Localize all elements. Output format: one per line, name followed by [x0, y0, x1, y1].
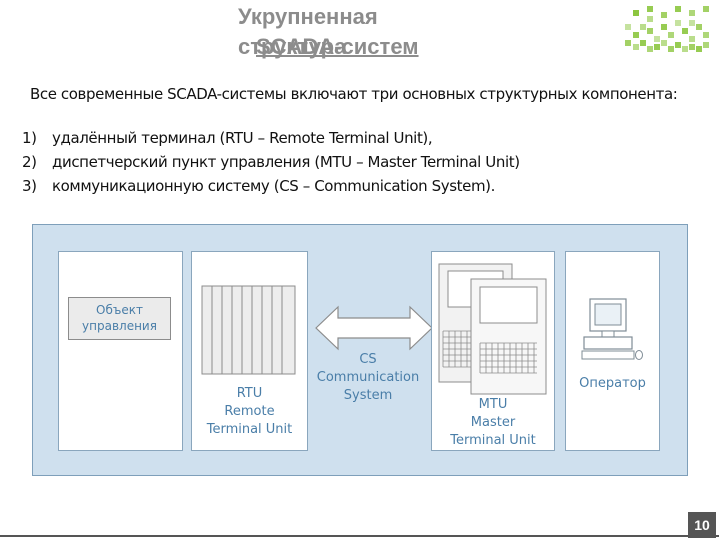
- rtu-label-3: Terminal Unit: [206, 422, 293, 437]
- mtu-label: MTU Master Terminal Unit: [433, 396, 553, 450]
- page-number: 10: [688, 512, 716, 538]
- list-item-number: 1): [22, 129, 37, 147]
- mtu-label-3: Terminal Unit: [450, 433, 536, 448]
- footer-line: [0, 535, 719, 537]
- list-item: 1) удалённый терминал (RTU – Remote Termi…: [22, 126, 520, 150]
- cs-label: CS Communication System: [309, 351, 427, 405]
- intro-text: Все современные SCADA-системы включают т…: [30, 85, 678, 103]
- object-label-1: Объект: [96, 303, 143, 317]
- title-line-2: структура: [238, 34, 347, 59]
- computer-icon: [581, 298, 643, 360]
- operator-label: Оператор: [579, 376, 646, 391]
- list-item: 3) коммуникационную систему (CS – Communi…: [22, 174, 520, 198]
- list-item-text: коммуникационную систему (CS – Communica…: [52, 177, 495, 195]
- list-item-text: диспетчерский пункт управления (MTU – Ma…: [52, 153, 520, 171]
- cs-label-1: CS: [359, 352, 377, 367]
- object-panel: [58, 251, 183, 451]
- cs-label-2: Communication: [316, 370, 420, 385]
- title-line-3: SCADA-систем: [256, 34, 419, 59]
- double-arrow-icon: [315, 305, 433, 351]
- title-line-1: Укрупненная: [238, 4, 378, 29]
- list-item-text: удалённый терминал (RTU – Remote Termina…: [52, 129, 433, 147]
- logo-grid-icon: [625, 6, 709, 52]
- list-item: 2) диспетчерский пункт управления (MTU – …: [22, 150, 520, 174]
- rtu-label: RTU Remote Terminal Unit: [193, 385, 306, 439]
- rtu-rack-icon: [201, 285, 296, 375]
- mtu-label-1: MTU: [478, 397, 508, 412]
- rtu-label-1: RTU: [236, 386, 263, 401]
- list-item-number: 3): [22, 177, 37, 195]
- rtu-label-2: Remote: [224, 404, 275, 419]
- object-label-2: управления: [82, 319, 157, 333]
- cs-label-3: System: [343, 388, 393, 403]
- component-list: 1) удалённый терминал (RTU – Remote Termi…: [22, 126, 520, 198]
- list-item-number: 2): [22, 153, 37, 171]
- scada-diagram: Объект управления RTU Remote Terminal Un…: [32, 224, 688, 476]
- controlled-object-box: Объект управления: [68, 297, 171, 340]
- mtu-terminal-icon: [438, 263, 547, 395]
- mtu-label-2: Master: [470, 415, 516, 430]
